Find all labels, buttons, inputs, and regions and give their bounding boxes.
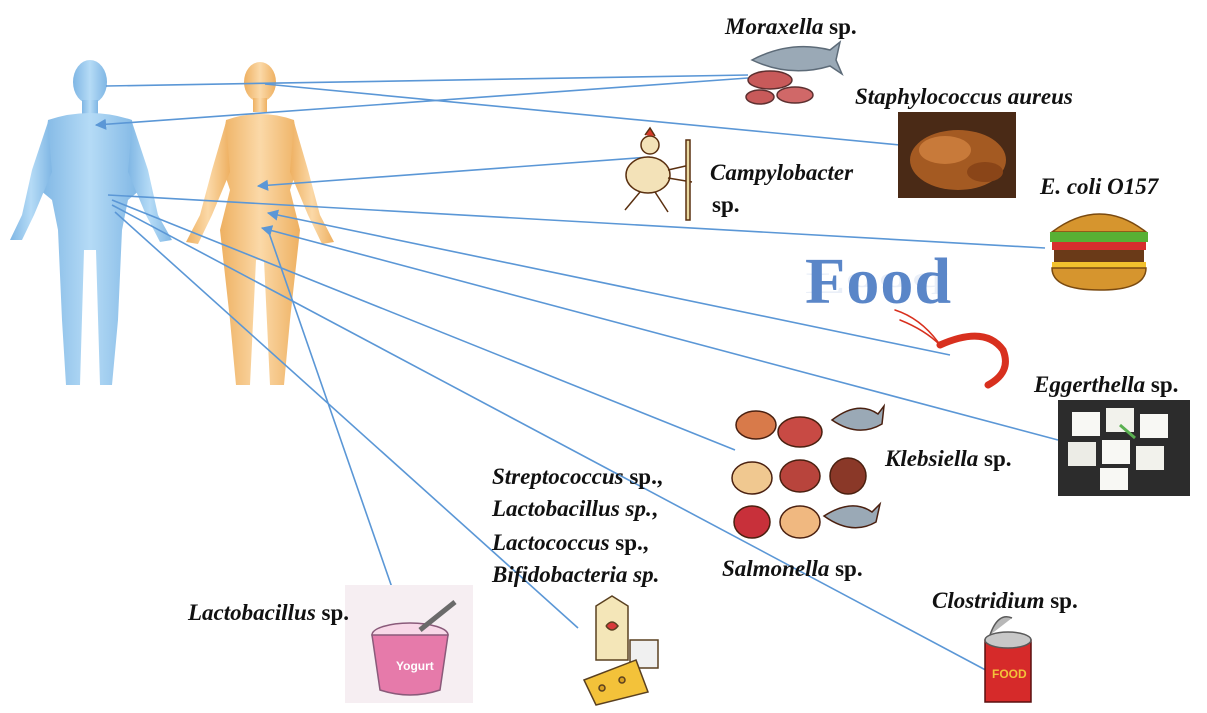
label-lactobacillus-dairy: Lactobacillus sp., — [492, 496, 657, 522]
fish-icon — [746, 42, 842, 104]
male-body-figure — [10, 60, 172, 385]
label-clostridium: Clostridium sp. — [932, 588, 1078, 614]
yogurt-cup-icon: Yogurt — [345, 585, 473, 703]
label-bifidobacteria: Bifidobacteria sp. — [492, 562, 659, 588]
label-moraxella: Moraxella sp. — [725, 14, 857, 40]
female-body-figure — [186, 62, 334, 385]
label-campylobacter: Campylobacter — [710, 160, 853, 186]
burger-icon — [1050, 214, 1148, 290]
label-lactobacillus: Lactobacillus sp. — [188, 600, 349, 626]
label-salmonella: Salmonella sp. — [722, 556, 863, 582]
label-lactococcus: Lactococcus sp., — [492, 530, 649, 556]
running-chicken-icon — [625, 128, 692, 220]
label-streptococcus: Streptococcus sp., — [492, 464, 663, 490]
tofu-bowl-image — [1058, 400, 1190, 496]
yogurt-label: Yogurt — [396, 659, 434, 673]
meat-assortment-icon — [732, 406, 884, 538]
food-title-reflection: Food — [805, 266, 948, 300]
roast-chicken-image — [898, 112, 1016, 198]
label-ecoli: E. coli O157 — [1040, 174, 1158, 200]
label-staphylococcus: Staphylococcus aureus — [855, 84, 1073, 110]
label-eggerthella: Eggerthella sp. — [1034, 372, 1178, 398]
dairy-products-icon — [584, 596, 658, 705]
label-campylobacter-sp: sp. — [712, 192, 740, 218]
food-can-icon: FOOD — [985, 617, 1031, 702]
label-klebsiella: Klebsiella sp. — [885, 446, 1012, 472]
connector-klebsiella — [112, 200, 735, 450]
can-label: FOOD — [992, 667, 1027, 681]
connector-campylobacter — [258, 157, 650, 186]
